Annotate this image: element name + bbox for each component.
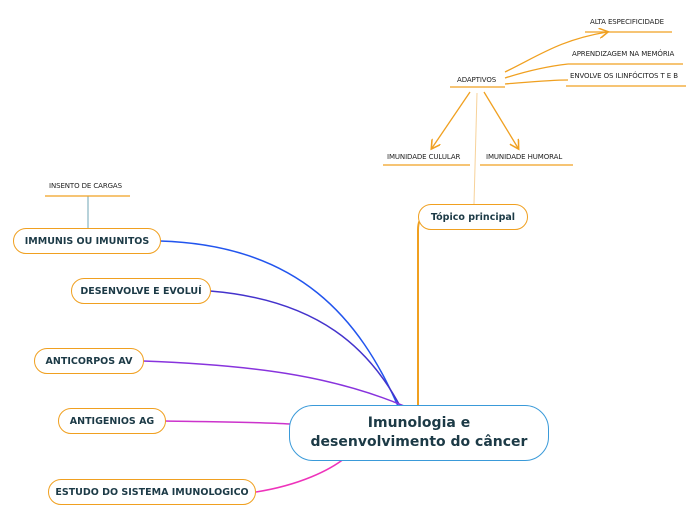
link-estudo [255, 457, 346, 493]
link-alta [504, 32, 607, 73]
link-adaptivos [473, 92, 478, 205]
subtopic-humoral[interactable]: IMUNIDADE HUMORAL [486, 153, 563, 161]
topic-antigenios[interactable]: ANTIGENIOS AG [58, 408, 166, 434]
link-aprendizagem [504, 63, 569, 79]
link-anticorpos [142, 360, 405, 407]
subtopic-celular[interactable]: IMUNIDADE CULULAR [387, 153, 461, 161]
subtopic-alta[interactable]: ALTA ESPECIFICIDADE [590, 18, 664, 26]
link-topico [417, 215, 425, 406]
central-title-line2: desenvolvimento do câncer [310, 434, 528, 450]
central-topic[interactable]: Imunologia e desenvolvimento do câncer [289, 405, 549, 461]
central-title-line1: Imunologia e [367, 415, 471, 431]
topic-desenvolve[interactable]: DESENVOLVE E EVOLUÍ [71, 278, 211, 304]
subtopic-insento[interactable]: INSENTO DE CARGAS [49, 182, 122, 190]
topic-anticorpos[interactable]: ANTICORPOS AV [34, 348, 144, 374]
subtopic-adaptivos[interactable]: ADAPTIVOS [457, 76, 497, 84]
link-immunis [159, 240, 399, 407]
link-celular [432, 91, 471, 148]
topic-topico-principal[interactable]: Tópico principal [418, 204, 528, 230]
link-antigenios [164, 420, 291, 425]
topic-immunis[interactable]: IMMUNIS OU IMUNITOS [13, 228, 161, 254]
topic-estudo[interactable]: ESTUDO DO SISTEMA IMUNOLOGICO [48, 479, 256, 505]
link-envolve [504, 79, 569, 85]
subtopic-envolve[interactable]: ENVOLVE OS ILINFÓCITOS T E B [570, 72, 678, 80]
subtopic-aprendizagem[interactable]: APRENDIZAGEM NA MEMÓRIA [572, 50, 675, 58]
link-desenvolve [209, 290, 401, 407]
link-humoral [483, 91, 518, 148]
